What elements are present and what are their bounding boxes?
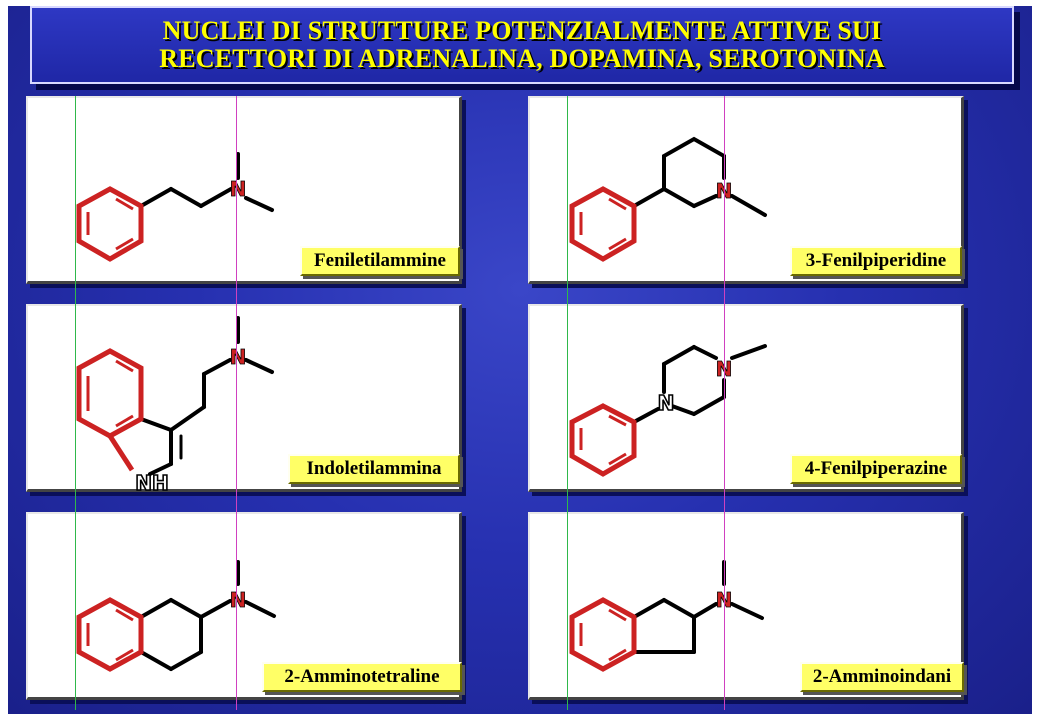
guide-line-pink-right xyxy=(724,96,725,710)
panel-2-amminoindani: N 2-Amminoindani xyxy=(528,512,964,700)
nitrogen-atom-lower: N xyxy=(658,391,675,415)
panel-4-fenilpiperazine: N N 4-Fenilpiperazine xyxy=(528,304,964,492)
nitrogen-atom: N xyxy=(230,177,247,201)
title-line-2: RECETTORI DI ADRENALINA, DOPAMINA, SEROT… xyxy=(159,44,885,73)
label-4-fenilpiperazine: 4-Fenilpiperazine xyxy=(790,454,962,484)
panel-2-amminotetraline: N 2-Amminotetraline xyxy=(26,512,462,700)
nitrogen-atom: N xyxy=(230,345,247,369)
label-2-amminotetraline: 2-Amminotetraline xyxy=(262,662,462,692)
nitrogen-atom: N xyxy=(230,588,247,612)
structure-feniletilammine: N xyxy=(76,152,274,262)
panel-indoletilammina: N NH Indoletilammina xyxy=(26,304,462,494)
label-3-fenilpiperidine: 3-Fenilpiperidine xyxy=(790,246,962,276)
structure-2-amminotetraline: N xyxy=(76,560,276,672)
panel-3-fenilpiperidine: N 3-Fenilpiperidine xyxy=(528,96,964,284)
structure-indoletilammina: N NH xyxy=(76,316,274,494)
label-indoletilammina: Indoletilammina xyxy=(288,454,460,484)
title-banner: NUCLEI DI STRUTTURE POTENZIALMENTE ATTIV… xyxy=(30,6,1014,84)
guide-line-pink-left xyxy=(236,96,237,710)
nh-group: NH xyxy=(135,471,168,494)
guide-line-green-left xyxy=(75,96,76,710)
label-2-amminoindani: 2-Amminoindani xyxy=(800,662,964,692)
title-line-1: NUCLEI DI STRUTTURE POTENZIALMENTE ATTIV… xyxy=(162,16,882,45)
structure-4-fenilpiperazine: N N xyxy=(569,344,767,477)
panel-feniletilammine: N Feniletilammine xyxy=(26,96,462,284)
guide-line-green-right xyxy=(567,96,568,710)
label-feniletilammine: Feniletilammine xyxy=(300,246,460,276)
